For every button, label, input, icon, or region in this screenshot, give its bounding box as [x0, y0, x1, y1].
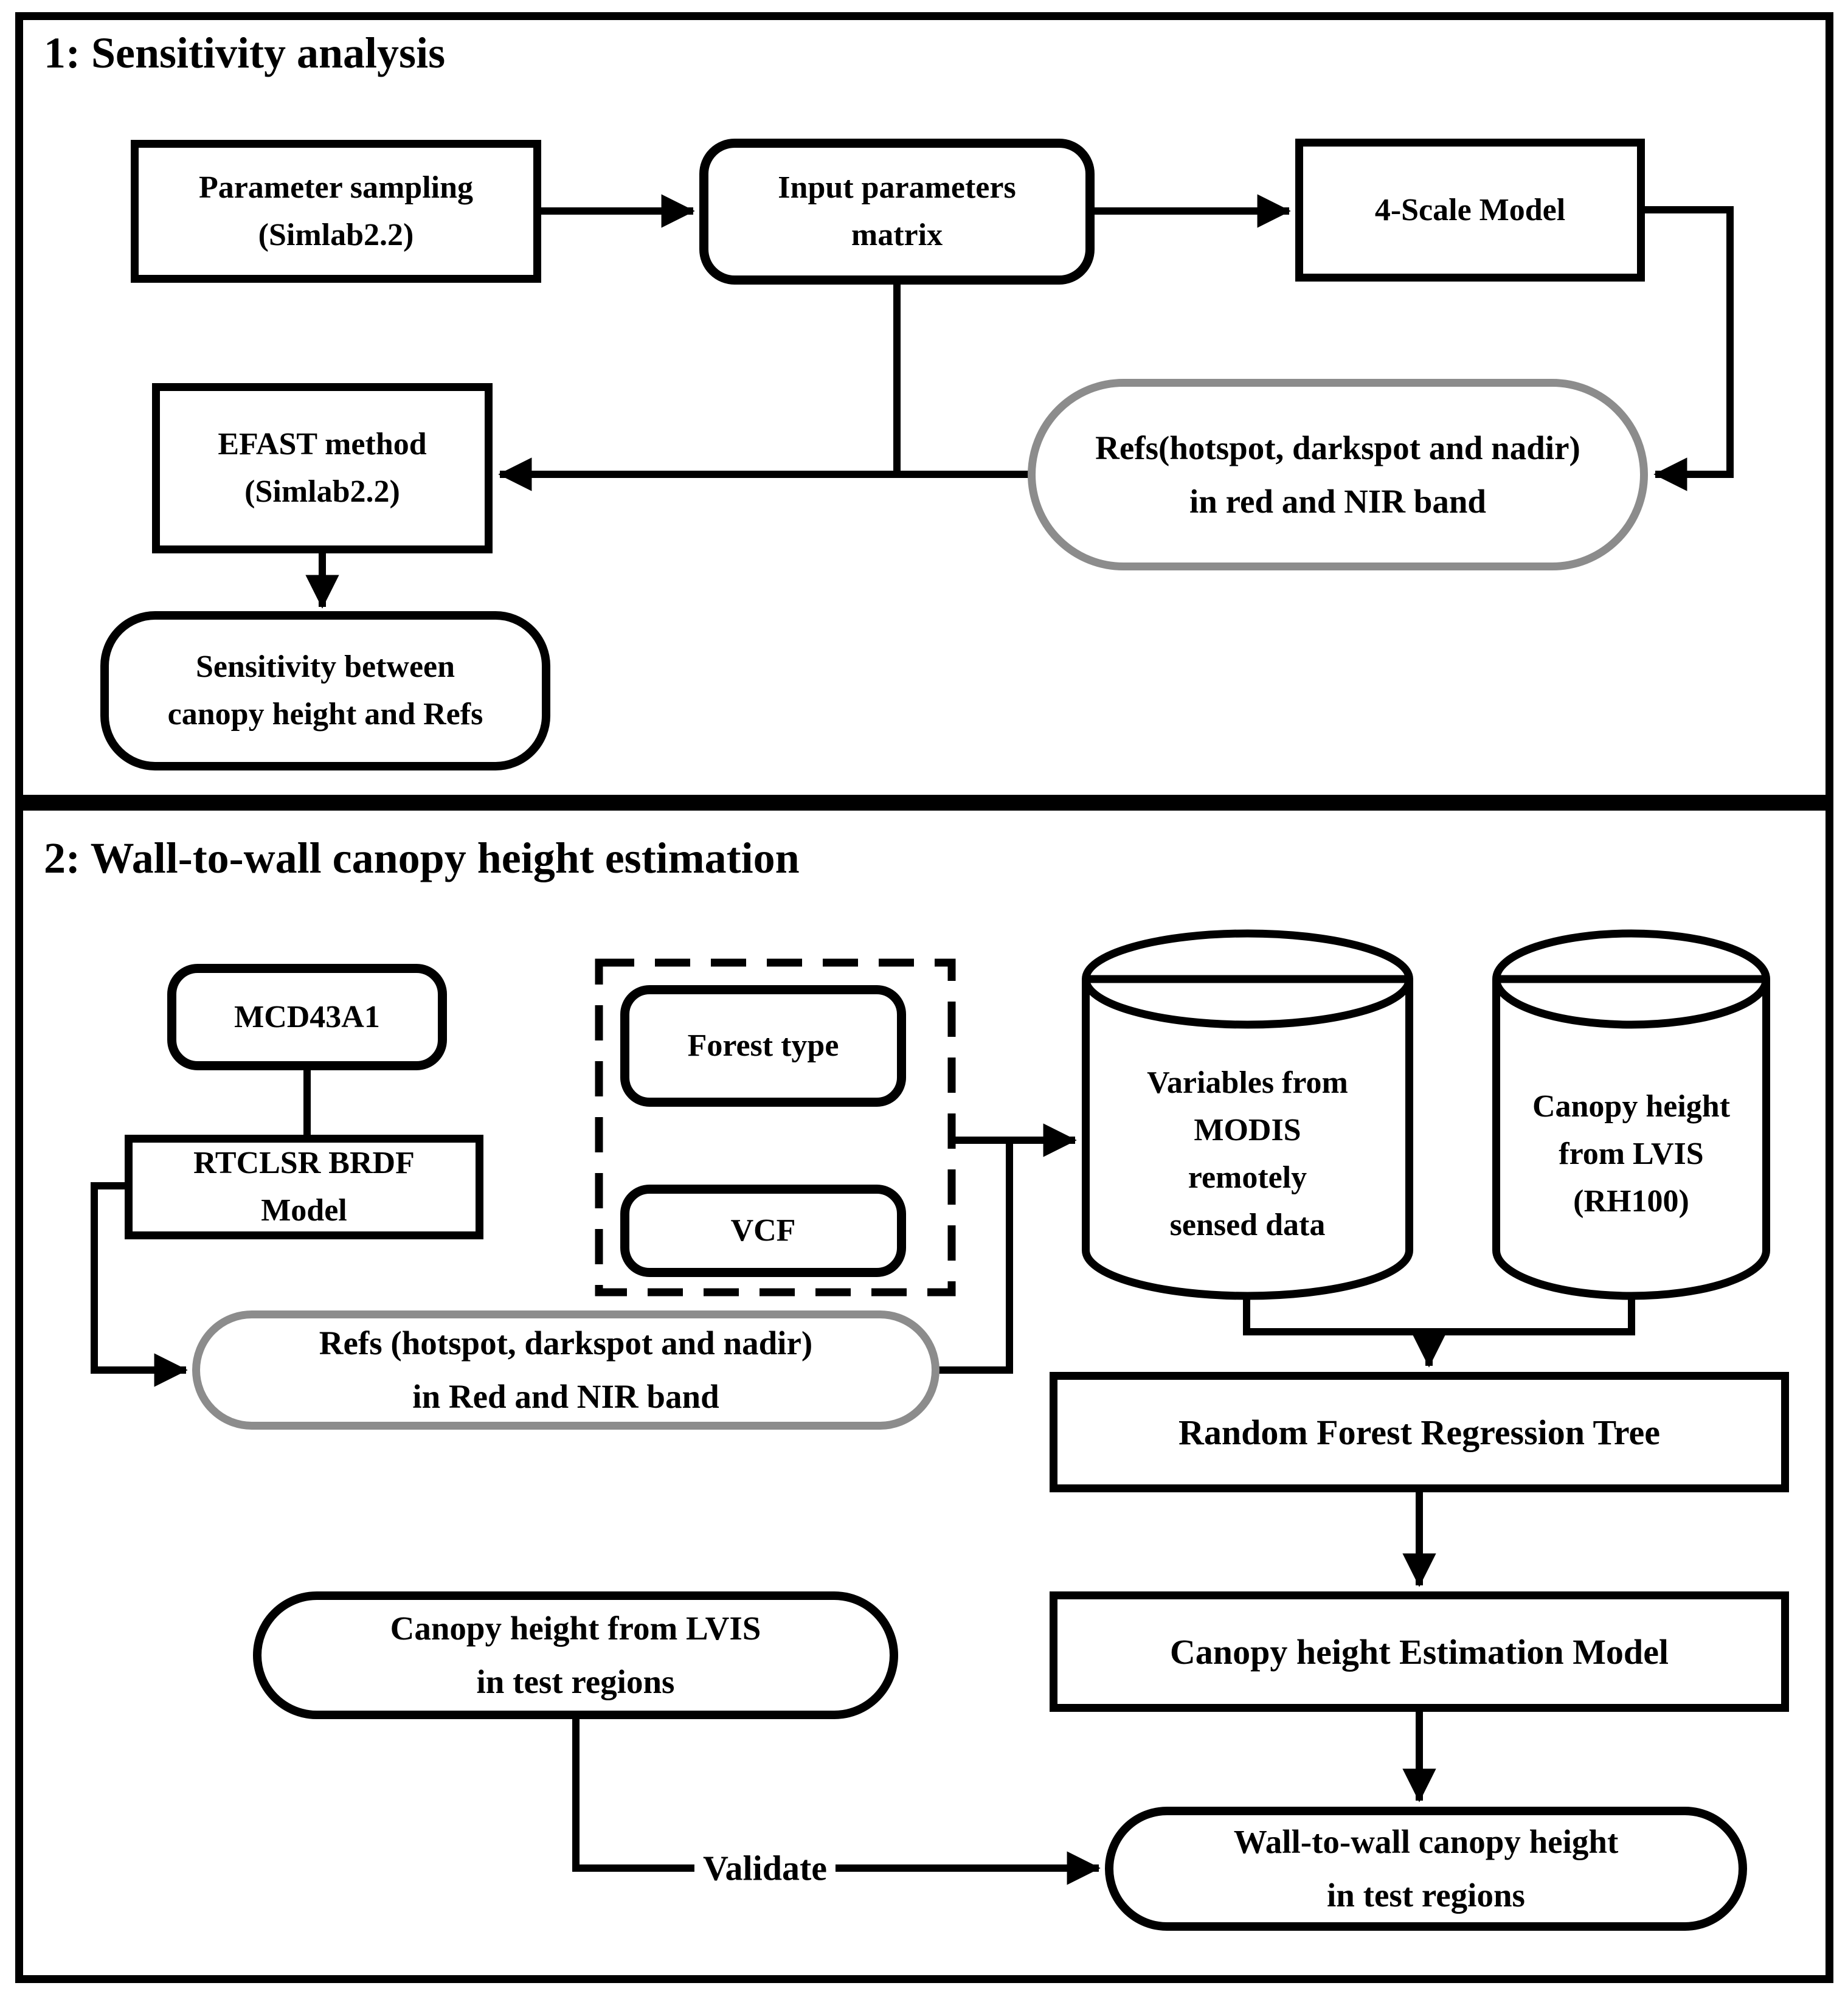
node-efast-method: EFAST method (Simlab2.2): [152, 383, 493, 553]
panel-2-title: 2: Wall-to-wall canopy height estimation: [44, 834, 800, 882]
cylinder-shape: [1082, 929, 1413, 1300]
node-canopy-height-estimation-model: Canopy height Estimation Model: [1050, 1591, 1789, 1712]
cylinder-shape: [1492, 929, 1770, 1300]
modis-cylinder-label: Variables from MODIS remotely sensed dat…: [1147, 1065, 1348, 1242]
panel-1-sensitivity-analysis: [15, 12, 1833, 803]
node-random-forest-regression-tree: Random Forest Regression Tree: [1050, 1372, 1789, 1492]
node-forest-type: Forest type: [620, 985, 906, 1107]
lvis-cylinder-label: Canopy height from LVIS (RH100): [1532, 1089, 1731, 1219]
node-lvis-test-regions: Canopy height from LVIS in test regions: [253, 1591, 898, 1719]
node-rtclsr-brdf-model: RTCLSR BRDF Model: [125, 1135, 483, 1239]
node-mcd43a1: MCD43A1: [167, 964, 447, 1070]
panel-1-title: 1: Sensitivity analysis: [44, 29, 446, 77]
node-input-parameters-matrix: Input parameters matrix: [699, 139, 1095, 285]
node-parameter-sampling: Parameter sampling (Simlab2.2): [131, 140, 541, 283]
node-wall-to-wall-result: Wall-to-wall canopy height in test regio…: [1105, 1807, 1747, 1931]
node-vcf: VCF: [620, 1185, 906, 1277]
node-4-scale-model: 4-Scale Model: [1295, 139, 1645, 282]
panel-2-wall-to-wall: [15, 803, 1833, 1983]
node-refs-red-nir-1: Refs(hotspot, darkspot and nadir) in red…: [1028, 379, 1648, 570]
node-refs-red-nir-2: Refs (hotspot, darkspot and nadir) in Re…: [192, 1310, 940, 1430]
node-lvis-canopy-cylinder: Canopy height from LVIS (RH100): [1492, 929, 1771, 1300]
node-modis-variables-cylinder: Variables from MODIS remotely sensed dat…: [1081, 929, 1414, 1300]
validate-label: Validate: [694, 1847, 836, 1889]
node-sensitivity-result: Sensitivity between canopy height and Re…: [100, 611, 550, 770]
